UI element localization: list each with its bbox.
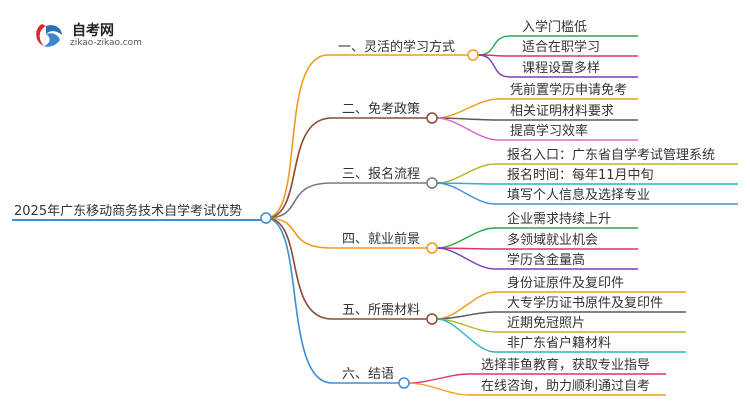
logo-title: 自考网 bbox=[72, 23, 114, 39]
leaf-label: 提高学习效率 bbox=[510, 124, 589, 139]
leaf-label: 学历含金量高 bbox=[507, 253, 586, 268]
leaf-label: 大专学历证书原件及复印件 bbox=[507, 296, 664, 311]
logo-subtitle: zikao-zikao.com bbox=[70, 38, 142, 48]
leaf-connector bbox=[408, 373, 470, 384]
leaf-label: 非广东省户籍材料 bbox=[507, 336, 612, 351]
branch-label: 四、就业前景 bbox=[342, 232, 421, 247]
branch-node-circle bbox=[426, 112, 438, 124]
leaf-connector bbox=[436, 227, 496, 249]
leaf-label: 选择菲鱼教育，获取专业指导 bbox=[481, 358, 651, 373]
leaf-label: 入学门槛低 bbox=[522, 20, 588, 35]
branch-label: 五、所需材料 bbox=[342, 303, 421, 318]
branch-connector bbox=[265, 54, 329, 219]
branch-connector bbox=[265, 217, 333, 384]
leaf-label: 适合在职学习 bbox=[522, 40, 601, 55]
leaf-label: 在线咨询，助力顺利通过自考 bbox=[481, 379, 651, 394]
logo-mark-icon bbox=[36, 24, 62, 47]
leaf-connector bbox=[477, 35, 511, 56]
leaf-connector bbox=[436, 117, 499, 141]
branch-connector bbox=[265, 117, 333, 219]
branch-node-circle bbox=[398, 377, 410, 389]
branch-node-circle bbox=[426, 177, 438, 189]
branch-label: 六、结语 bbox=[342, 367, 395, 382]
leaf-label: 企业需求持续上升 bbox=[507, 212, 612, 227]
branch-label: 一、灵活的学习方式 bbox=[338, 40, 456, 55]
branch-connector bbox=[265, 182, 333, 219]
leaf-label: 报名入口：广东省自学考试管理系统 bbox=[507, 148, 716, 163]
leaf-label: 近期免冠照片 bbox=[507, 316, 586, 331]
branch-node-circle bbox=[467, 49, 479, 61]
root-node-label: 2025年广东移动商务技术自学考试优势 bbox=[14, 204, 243, 219]
site-logo: 自考网 zikao-zikao.com bbox=[32, 20, 172, 54]
branch-connector bbox=[265, 217, 333, 320]
leaf-connector bbox=[436, 247, 496, 270]
branch-connector bbox=[265, 217, 333, 249]
branch-label: 二、免考政策 bbox=[342, 102, 421, 117]
root-node-circle bbox=[260, 212, 272, 224]
leaf-connector bbox=[436, 182, 496, 205]
leaf-connector bbox=[436, 318, 496, 353]
leaf-connector bbox=[408, 382, 470, 396]
leaf-connector bbox=[436, 98, 499, 119]
leaf-connector bbox=[477, 54, 511, 78]
leaf-label: 相关证明材料要求 bbox=[510, 104, 615, 119]
branch-node-circle bbox=[426, 242, 438, 254]
leaf-label: 课程设置多样 bbox=[522, 61, 601, 76]
leaf-label: 身份证原件及复印件 bbox=[507, 276, 625, 291]
leaf-label: 报名时间：每年11月中旬 bbox=[507, 168, 654, 183]
leaf-label: 多领域就业机会 bbox=[507, 233, 599, 248]
branch-label: 三、报名流程 bbox=[342, 167, 421, 182]
leaf-connector bbox=[436, 311, 496, 320]
branch-node-circle bbox=[426, 313, 438, 325]
leaf-connector bbox=[436, 163, 496, 184]
leaf-label: 凭前置学历申请免考 bbox=[510, 83, 628, 98]
leaf-label: 填写个人信息及选择专业 bbox=[507, 188, 651, 203]
